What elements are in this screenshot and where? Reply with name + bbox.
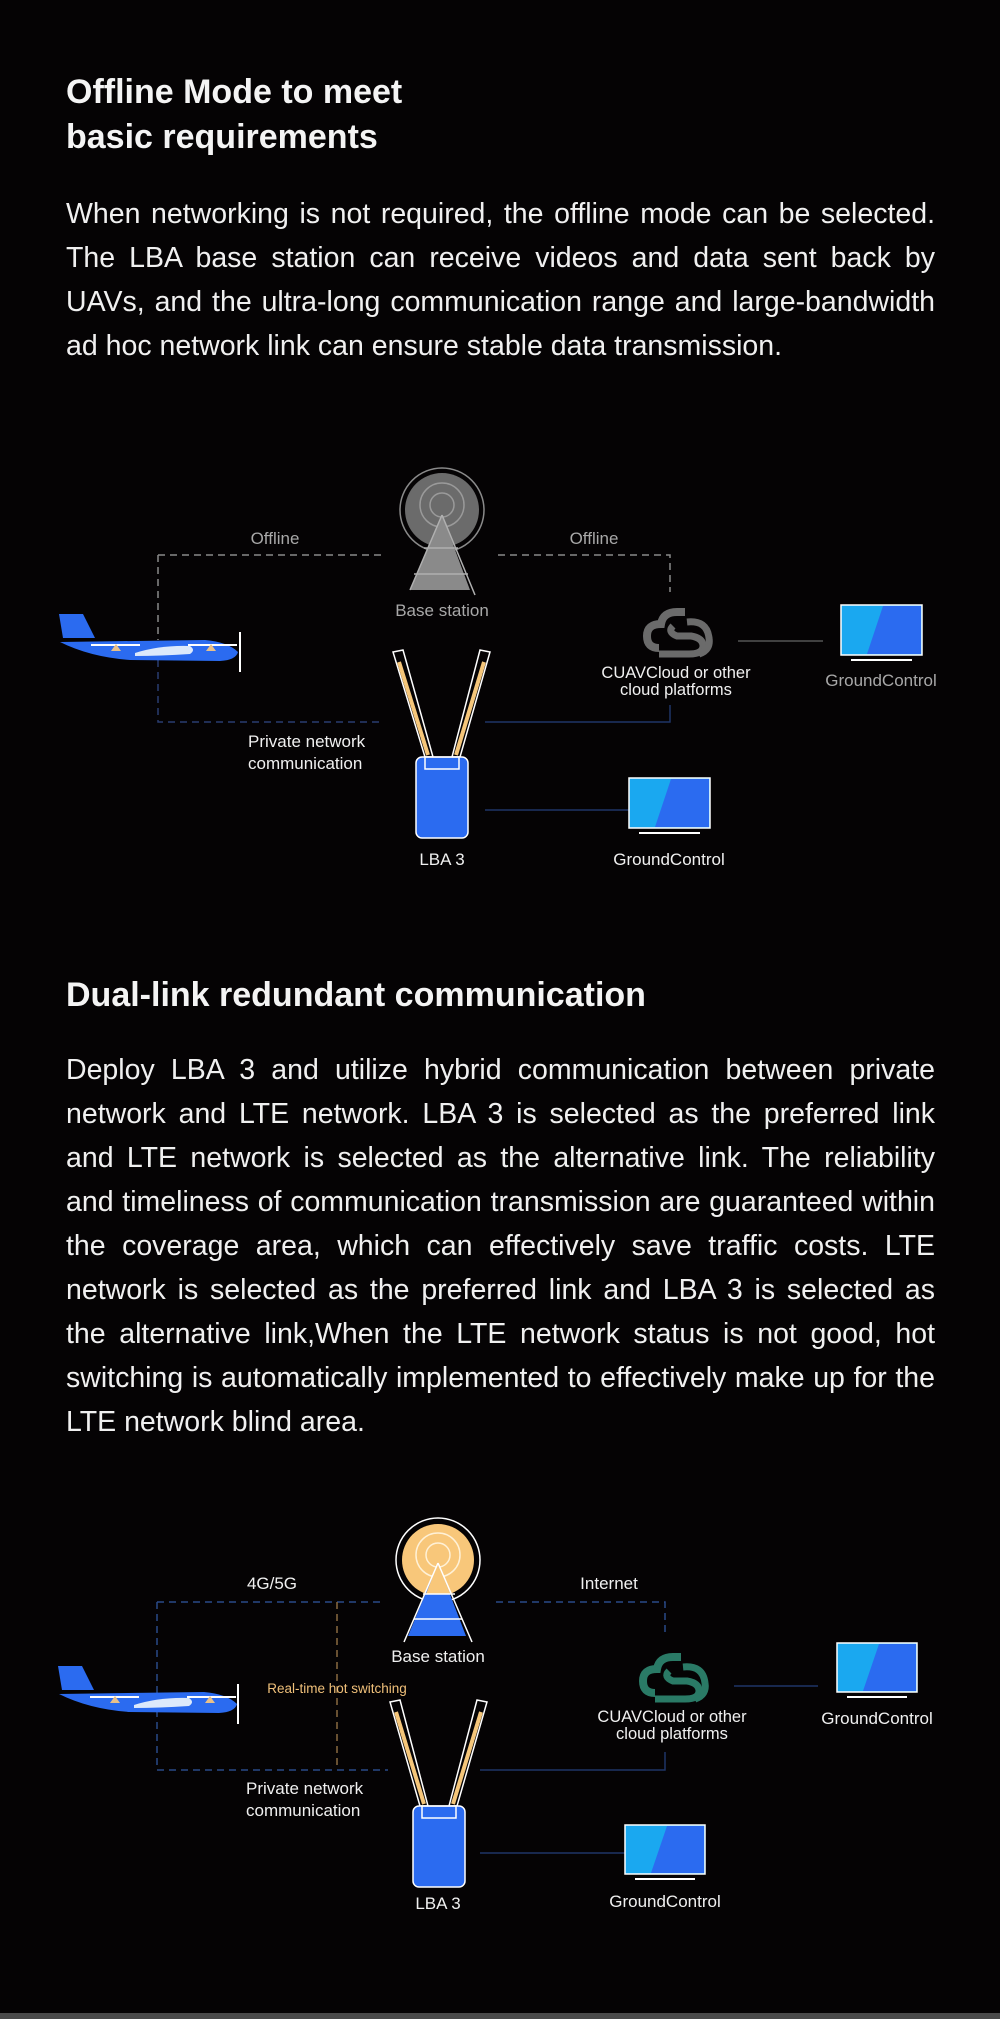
offline-link-left bbox=[157, 554, 382, 640]
lte-link-left bbox=[156, 1601, 388, 1771]
cloud-label-line2: cloud platforms bbox=[620, 681, 732, 699]
uav-aircraft-icon-2 bbox=[58, 1666, 239, 1724]
offline-label-left: Offline bbox=[251, 529, 300, 548]
private-network-label-line2: communication bbox=[248, 754, 362, 773]
gcs-right-label: GroundControl bbox=[825, 671, 937, 690]
section1-body: When networking is not required, the off… bbox=[66, 198, 935, 362]
cuav-cloud-icon bbox=[642, 608, 713, 658]
section2-body: Deploy LBA 3 and utilize hybrid communic… bbox=[66, 1054, 935, 1438]
gcs-bottom-label: GroundControl bbox=[613, 850, 725, 869]
lba3-device-icon bbox=[392, 649, 491, 839]
cloud-label-line1: CUAVCloud or other bbox=[601, 664, 751, 682]
lba3-device-icon-2 bbox=[389, 1699, 488, 1888]
internet-label: Internet bbox=[580, 1574, 638, 1593]
offline-label-right: Offline bbox=[570, 529, 619, 548]
lte-label: 4G/5G bbox=[247, 1574, 297, 1593]
ground-control-monitor-bottom-icon-2 bbox=[624, 1824, 706, 1880]
section1-title: Offline Mode to meet basic requirements bbox=[66, 70, 402, 160]
cloud-label-2-line1: CUAVCloud or other bbox=[597, 1708, 747, 1726]
cloud-label-2-line2: cloud platforms bbox=[616, 1725, 728, 1743]
base-station-label: Base station bbox=[395, 601, 489, 620]
hot-switch-label: Real-time hot switching bbox=[267, 1681, 407, 1696]
internet-link-right bbox=[496, 1601, 666, 1636]
lba3-label-2: LBA 3 bbox=[415, 1894, 460, 1913]
section1-title-line1: Offline Mode to meet bbox=[66, 73, 403, 111]
private-network-label-line1: Private network bbox=[248, 732, 366, 751]
section2-title: Dual-link redundant communication bbox=[66, 976, 646, 1014]
ground-control-monitor-bottom-icon bbox=[628, 777, 711, 834]
bottom-divider bbox=[0, 2013, 1000, 2019]
dual-link-diagram: 4G/5G Internet Real-time hot switching B… bbox=[58, 1517, 933, 1913]
base-station-icon-2 bbox=[395, 1517, 481, 1643]
cuav-cloud-icon-2 bbox=[638, 1653, 709, 1703]
private-link-left bbox=[157, 660, 382, 723]
base-station-icon bbox=[399, 467, 485, 596]
gcs-right-label-2: GroundControl bbox=[821, 1709, 933, 1728]
lba3-label: LBA 3 bbox=[419, 850, 464, 869]
ground-control-monitor-icon bbox=[840, 604, 923, 661]
offline-link-right bbox=[498, 554, 671, 592]
device-to-cloud-line bbox=[485, 705, 671, 723]
ground-control-monitor-icon-2 bbox=[836, 1642, 918, 1698]
device-to-cloud-line-2 bbox=[480, 1752, 666, 1771]
private-network-label-2-line2: communication bbox=[246, 1801, 360, 1820]
uav-aircraft-icon bbox=[59, 614, 241, 672]
offline-mode-diagram: Offline Offline Base station Private net… bbox=[59, 467, 937, 869]
private-network-label-2-line1: Private network bbox=[246, 1779, 364, 1798]
gcs-bottom-label-2: GroundControl bbox=[609, 1892, 721, 1911]
section1-title-line2: basic requirements bbox=[66, 118, 378, 156]
base-station-label-2: Base station bbox=[391, 1647, 485, 1666]
